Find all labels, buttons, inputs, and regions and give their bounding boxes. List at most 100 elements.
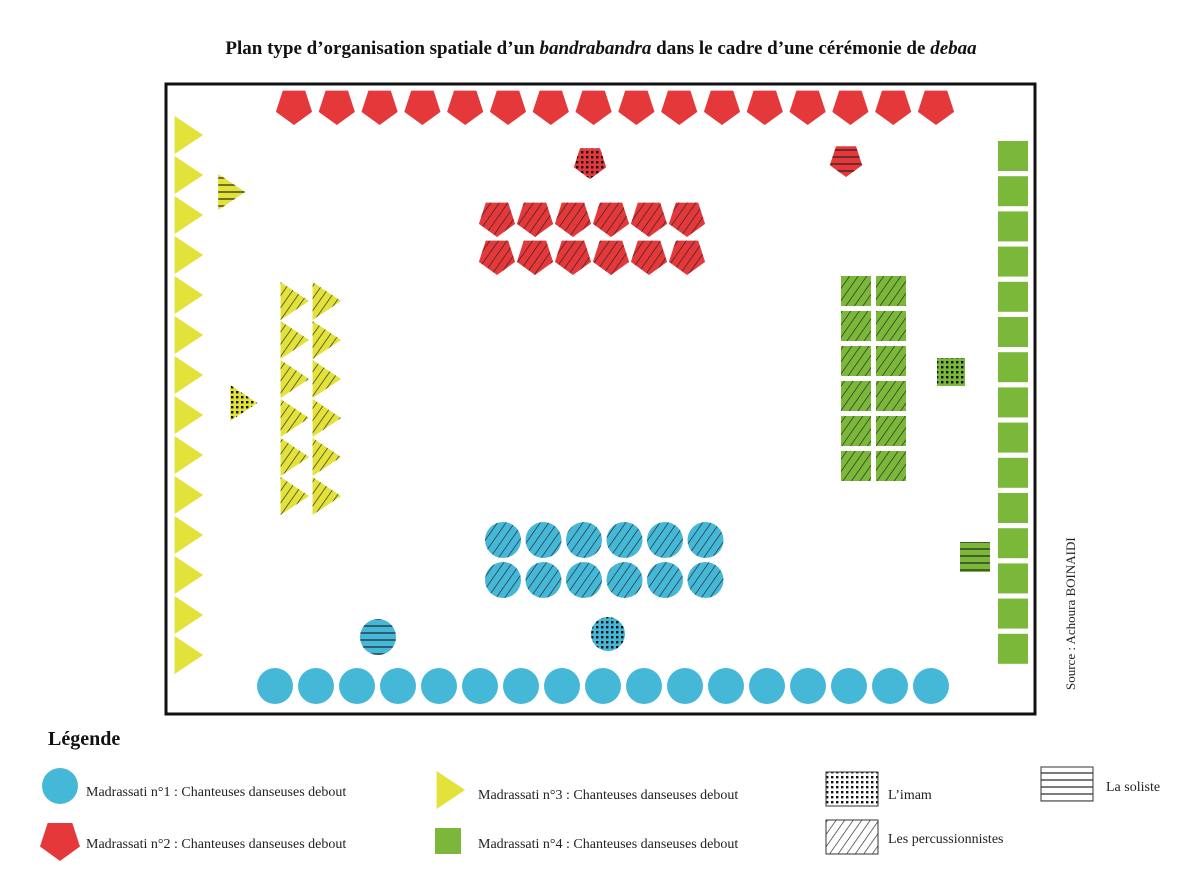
madrassati1-singer xyxy=(462,668,498,704)
madrassati1-percussionist xyxy=(606,562,643,598)
madrassati3-percussionist xyxy=(312,321,342,359)
madrassati3-percussionist xyxy=(280,438,310,476)
madrassati2-singer xyxy=(318,90,355,125)
madrassati1-percussionist xyxy=(606,522,643,558)
madrassati1-singer xyxy=(708,668,744,704)
madrassati4-percussionist xyxy=(841,451,871,481)
madrassati4-singer xyxy=(998,387,1028,418)
madrassati3-percussionist xyxy=(280,321,310,359)
madrassati2-singer xyxy=(917,90,955,125)
madrassati1-singer xyxy=(831,668,867,704)
madrassati4-singer xyxy=(998,281,1028,312)
madrassati4-percussionist xyxy=(876,346,906,376)
legend-imam-icon xyxy=(825,771,879,807)
madrassati4-singer xyxy=(998,563,1028,594)
madrassati3-percussionist xyxy=(280,477,310,515)
madrassati3-singer xyxy=(174,196,204,234)
madrassati4-percussionist xyxy=(876,416,906,446)
legend-soliste-icon xyxy=(1040,766,1094,802)
madrassati2-percussionist xyxy=(554,240,592,275)
madrassati3-singer xyxy=(174,596,204,634)
madrassati2-percussionist xyxy=(554,202,592,237)
madrassati2-percussionist xyxy=(478,240,516,275)
madrassati1-singer xyxy=(585,668,621,704)
legend-label: Madrassati n°4 : Chanteuses danseuses de… xyxy=(478,837,739,852)
madrassati4-singer xyxy=(998,352,1028,383)
madrassati3-singer xyxy=(174,476,204,514)
title-text: Plan type d’organisation spatiale d’un xyxy=(225,38,540,59)
madrassati3-singer xyxy=(174,396,204,434)
madrassati1-percussionist xyxy=(687,562,724,598)
madrassati3-percussionist xyxy=(312,282,342,320)
madrassati2-singer xyxy=(832,90,869,125)
madrassati3-singer xyxy=(174,356,204,394)
madrassati1-percussionist xyxy=(485,562,521,598)
madrassati2-singer xyxy=(361,90,398,125)
madrassati4-singer xyxy=(998,176,1028,207)
madrassati2-singer xyxy=(703,90,741,125)
madrassati2-imam xyxy=(573,148,607,179)
madrassati2-percussionist xyxy=(668,202,706,237)
legend-label: Les percussionnistes xyxy=(888,832,1004,847)
madrassati1-singer xyxy=(380,668,416,704)
madrassati3-singer xyxy=(174,236,204,274)
madrassati1-percussionist xyxy=(647,522,683,558)
madrassati2-singer xyxy=(447,90,484,125)
madrassati1-percussionist xyxy=(525,562,562,598)
madrassati4-singer xyxy=(998,422,1028,453)
madrassati3-singer xyxy=(174,156,204,194)
legend-square-icon xyxy=(435,828,461,854)
madrassati4-percussionist xyxy=(876,381,906,411)
madrassati4-percussionist xyxy=(841,346,871,376)
madrassati1-percussionist xyxy=(687,522,724,558)
madrassati2-singer xyxy=(275,90,313,125)
madrassati4-imam xyxy=(937,358,965,386)
madrassati3-percussionist xyxy=(312,360,342,398)
madrassati1-soliste xyxy=(360,619,396,655)
madrassati3-percussionist xyxy=(280,360,310,398)
legend-label: Madrassati n°1 : Chanteuses danseuses de… xyxy=(86,785,347,800)
madrassati4-percussionist xyxy=(876,311,906,341)
madrassati4-singer xyxy=(998,317,1028,347)
legend-label: L’imam xyxy=(888,788,932,803)
madrassati4-singer xyxy=(998,141,1028,171)
legend-label: La soliste xyxy=(1106,780,1161,795)
madrassati2-singer xyxy=(789,90,826,125)
legend-label: Madrassati n°3 : Chanteuses danseuses de… xyxy=(478,788,739,803)
madrassati1-singer xyxy=(298,668,334,704)
madrassati2-percussionist xyxy=(630,240,668,275)
madrassati2-percussionist xyxy=(592,240,630,275)
madrassati1-singer xyxy=(339,668,375,704)
title-italic: bandrabandra xyxy=(539,38,652,59)
madrassati3-percussionist xyxy=(280,282,310,320)
madrassati4-singer xyxy=(998,211,1028,242)
legend-percussion-icon xyxy=(825,819,879,855)
madrassati1-percussionist xyxy=(647,562,683,598)
madrassati2-singer xyxy=(489,90,527,125)
madrassati4-percussionist xyxy=(841,416,871,446)
diagram-title: Plan type d’organisation spatiale d’un b… xyxy=(0,38,1202,60)
legend-label: Madrassati n°2 : Chanteuses danseuses de… xyxy=(86,837,347,852)
madrassati3-percussionist xyxy=(312,477,342,515)
madrassati2-soliste xyxy=(829,146,863,177)
title-text: dans le cadre d’une cérémonie de xyxy=(651,38,931,59)
madrassati1-singer xyxy=(544,668,580,704)
madrassati4-percussionist xyxy=(876,276,906,306)
madrassati3-singer xyxy=(174,316,204,354)
madrassati1-percussionist xyxy=(566,522,602,558)
madrassati2-singer xyxy=(404,90,441,125)
madrassati3-singer xyxy=(174,636,204,674)
madrassati3-singer xyxy=(174,556,204,594)
venue-border xyxy=(164,82,1037,716)
madrassati3-singer xyxy=(174,436,204,474)
madrassati3-percussionist xyxy=(312,399,342,437)
madrassati2-percussionist xyxy=(668,240,706,275)
madrassati4-percussionist xyxy=(841,276,871,306)
madrassati2-singer xyxy=(618,90,655,125)
madrassati3-singer xyxy=(174,116,204,154)
madrassati4-singer xyxy=(998,528,1028,559)
madrassati4-singer xyxy=(998,246,1028,277)
madrassati1-singer xyxy=(503,668,539,704)
madrassati1-singer xyxy=(667,668,703,704)
